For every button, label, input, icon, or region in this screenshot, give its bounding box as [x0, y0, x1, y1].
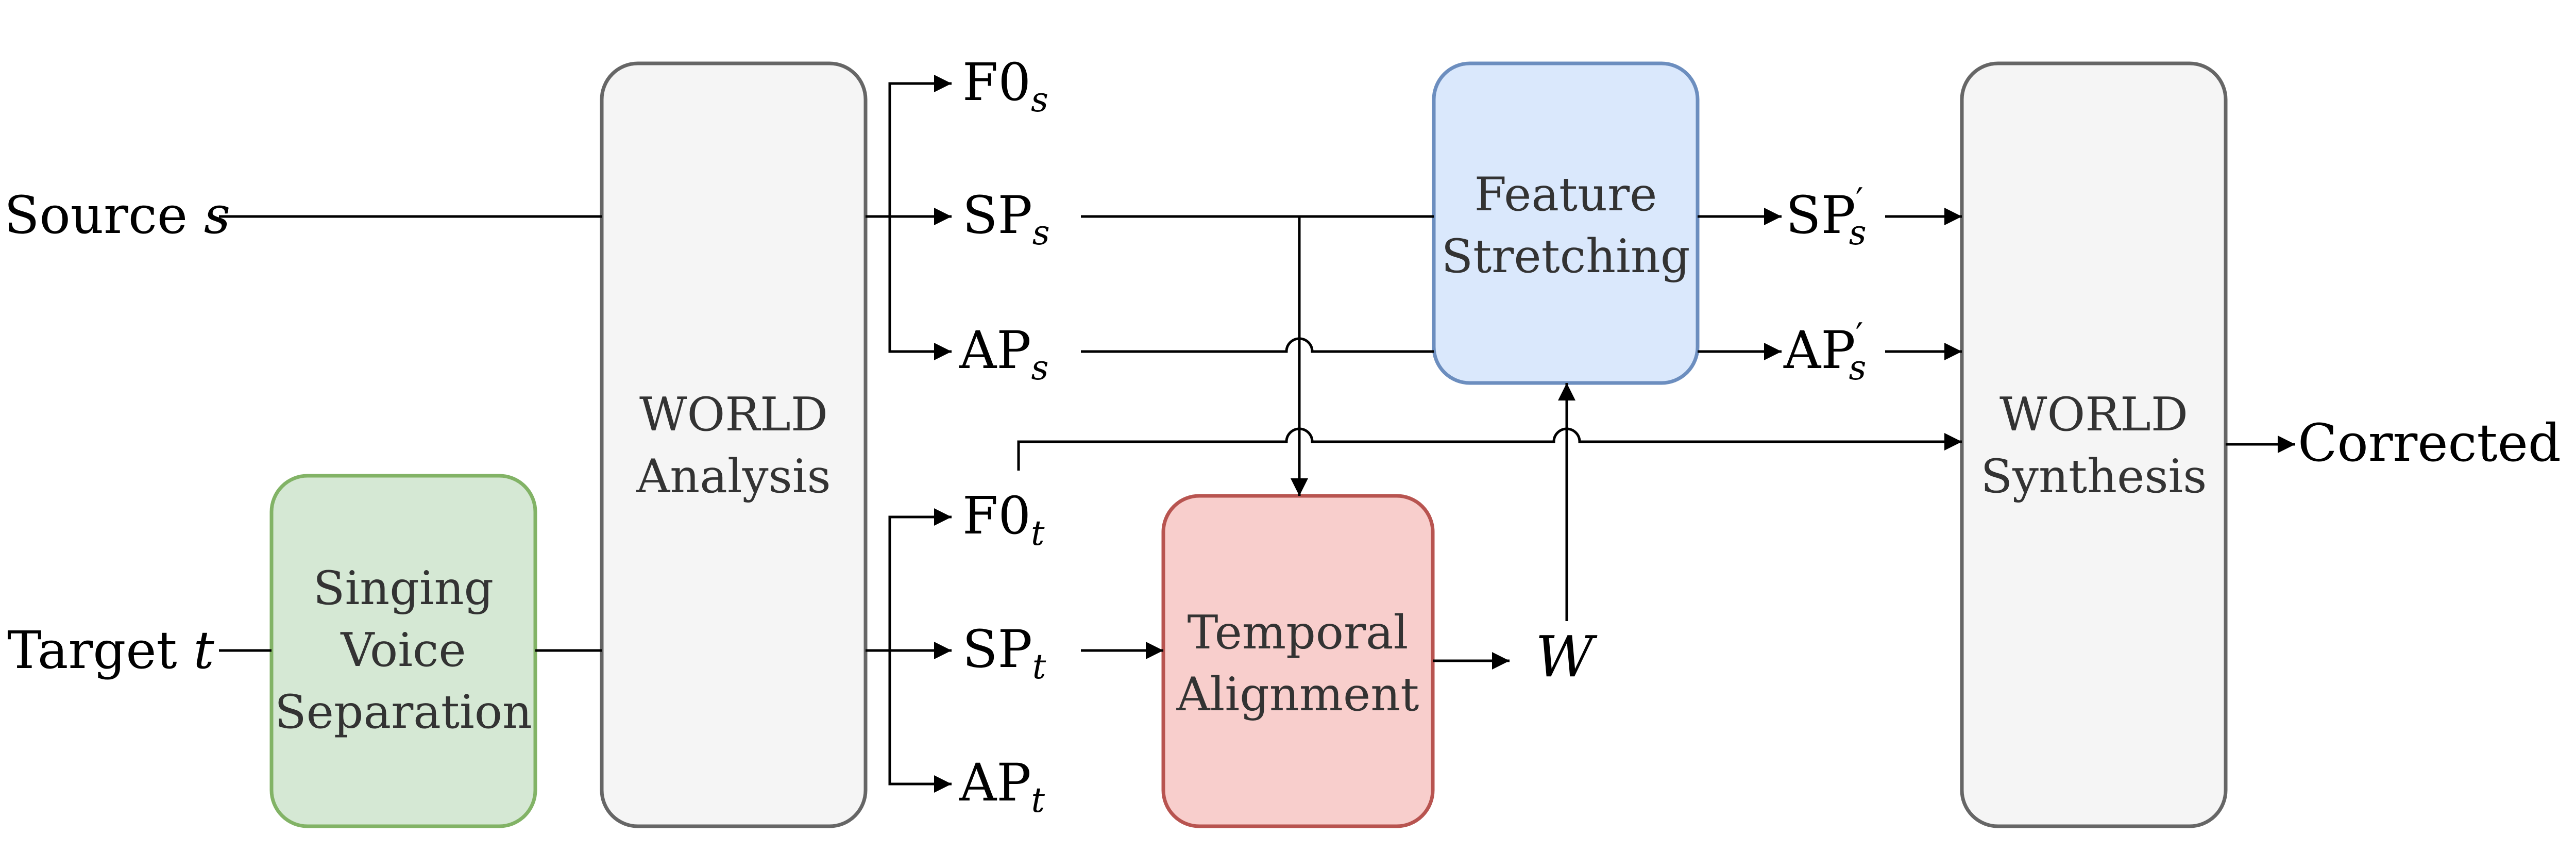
sp-target-label: SPt: [962, 619, 1046, 687]
world-synthesis-box: WORLD Synthesis: [1960, 61, 2228, 828]
arrow-to-ap-target: [888, 650, 952, 793]
connectors: [219, 75, 2295, 793]
separation-label-line2: Voice: [340, 623, 466, 677]
target-label: Target t: [7, 620, 215, 680]
sp-prime-source-label: SP′s: [1786, 181, 1867, 253]
synthesis-label-line1: WORLD: [1999, 388, 2188, 442]
alignment-label-line2: Alignment: [1176, 667, 1419, 722]
arrow-to-f0-source: [888, 75, 952, 216]
arrow-to-f0-target: [888, 508, 952, 650]
analysis-label-line2: Analysis: [636, 449, 831, 504]
separation-label-line1: Singing: [313, 561, 494, 615]
f0-target-label: F0t: [962, 486, 1045, 553]
labels: Source s Target t F0s SPs APs F0t SPt AP…: [4, 52, 2576, 820]
ap-target-label: APt: [959, 753, 1045, 820]
feature-stretching-box: Feature Stretching: [1432, 61, 1700, 385]
world-analysis-box: WORLD Analysis: [600, 61, 868, 828]
analysis-label-line1: WORLD: [639, 388, 828, 442]
source-label: Source s: [4, 185, 230, 245]
ap-source-to-stretching-line: [1081, 337, 1434, 353]
stretching-label-line1: Feature: [1475, 168, 1657, 222]
singing-voice-separation-box: Singing Voice Separation: [269, 474, 537, 828]
stretching-label-line2: Stretching: [1441, 229, 1690, 283]
ap-source-label: APs: [959, 320, 1048, 388]
output-label: Corrected s′: [2298, 413, 2576, 473]
synthesis-label-line2: Synthesis: [1980, 449, 2207, 504]
warp-path-label: W: [1535, 624, 1598, 690]
arrow-to-ap-source: [888, 216, 952, 360]
f0-source-label: F0s: [962, 52, 1048, 120]
sp-source-label: SPs: [962, 185, 1050, 253]
alignment-label-line1: Temporal: [1188, 606, 1409, 660]
f0-target-to-synthesis-arrow: [1017, 427, 1962, 471]
separation-label-line3: Separation: [275, 685, 532, 739]
temporal-alignment-box: Temporal Alignment: [1161, 494, 1435, 828]
ap-prime-source-label: AP′s: [1783, 316, 1866, 388]
